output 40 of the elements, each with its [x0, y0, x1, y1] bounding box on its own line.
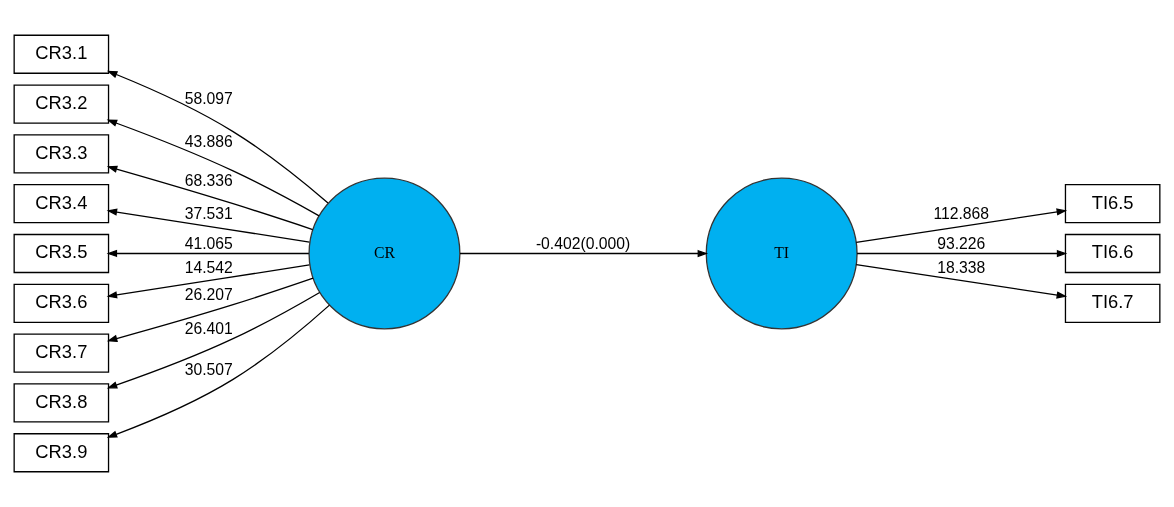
edge-label: 26.207: [184, 286, 233, 304]
edge-label: 43.886: [184, 132, 233, 150]
arrow: [106, 304, 331, 438]
node-box: CR3.1: [13, 34, 110, 74]
arrow: [106, 119, 320, 217]
arrow: [459, 249, 709, 258]
edge-label: 30.507: [184, 360, 233, 378]
arrow: [106, 208, 311, 243]
edge-label: 14.542: [184, 258, 233, 276]
edge-label: -0.402(0.000): [535, 235, 631, 253]
node-box: CR3.6: [13, 283, 110, 323]
node-box: CR3.9: [13, 433, 110, 473]
node-box: TI6.7: [1064, 283, 1161, 323]
edge-label: 58.097: [184, 89, 233, 107]
edge-label: 93.226: [937, 235, 986, 253]
node-circle: CR: [308, 177, 461, 330]
node-box: CR3.7: [13, 333, 110, 373]
node-box: CR3.5: [13, 233, 110, 274]
node-box: TI6.6: [1064, 233, 1161, 274]
edge-label: 68.336: [184, 172, 233, 190]
node-box: TI6.5: [1064, 184, 1161, 224]
node-box: CR3.4: [13, 184, 110, 224]
node-box: CR3.2: [13, 84, 110, 124]
edge-label: 26.401: [184, 320, 233, 338]
node-circle: TI: [705, 177, 858, 330]
arrow: [855, 208, 1068, 244]
arrow: [106, 249, 310, 258]
edge-label: 112.868: [933, 204, 990, 222]
arrow: [106, 165, 314, 231]
arrow: [106, 70, 329, 204]
edge-label: 37.531: [184, 204, 233, 222]
edge-label: 18.338: [937, 258, 986, 276]
arrow: [106, 277, 314, 342]
arrow: [856, 249, 1068, 258]
edge-label: 41.065: [184, 235, 233, 253]
arrow: [106, 291, 321, 389]
node-box: CR3.3: [13, 134, 110, 174]
arrow: [855, 263, 1068, 299]
node-box: CR3.8: [13, 383, 110, 423]
arrow: [106, 264, 311, 299]
